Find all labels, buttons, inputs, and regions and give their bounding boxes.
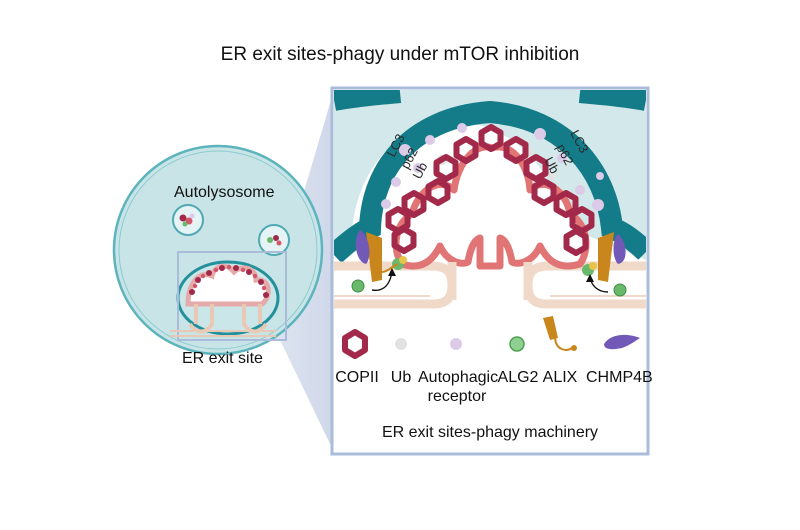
legend-ub-label: Ub (390, 369, 412, 386)
alix-left (366, 232, 407, 282)
zoom-selection-box (177, 251, 287, 341)
alg2-free-left (351, 279, 365, 293)
detail-scene: LC3 p62 Ub LC3 p62 Ub (334, 90, 646, 309)
copii-unit (401, 190, 427, 218)
legend-chmp4b-label: CHMP4B (586, 369, 653, 386)
left-ub-label: Ub (409, 160, 430, 182)
legend-receptor-line1: Autophagic (418, 369, 499, 386)
copii-unit (569, 206, 595, 234)
copii-unit (531, 178, 557, 206)
right-ub-label: Ub (541, 154, 562, 176)
figure-title: ER exit sites-phagy under mTOR inhibitio… (220, 44, 580, 65)
legend-chmp4b-icon (604, 334, 640, 350)
copii-unit (478, 124, 504, 152)
legend-ub-icon (395, 338, 407, 350)
copii-unit (553, 190, 579, 218)
autolysosome-label: Autolysosome (174, 184, 275, 201)
receptor-dots (381, 123, 604, 211)
small-vesicle-left (172, 204, 204, 236)
legend-copii-icon (342, 329, 368, 359)
legend-alix-icon (543, 316, 577, 351)
copii-unit (523, 154, 549, 182)
alix-right (582, 232, 614, 282)
alg2-free-right (613, 283, 627, 297)
legend-alg2-label: ALG2 (497, 369, 539, 386)
copii-unit (391, 226, 417, 254)
legend-receptor-line2: receptor (427, 388, 487, 405)
copii-coat (385, 124, 595, 256)
copii-unit (503, 136, 529, 164)
budding-eres (392, 143, 590, 270)
legend (342, 316, 640, 359)
copii-unit (453, 136, 479, 164)
legend-alg2-icon (509, 336, 525, 352)
legend-receptor-icon (450, 338, 462, 350)
detail-caption: ER exit sites-phagy machinery (381, 424, 599, 441)
copii-unit (425, 178, 451, 206)
chmp4b-left (355, 230, 370, 264)
copii-unit (563, 228, 589, 256)
legend-receptor-label: Autophagic receptor (418, 368, 499, 406)
copii-unit (433, 154, 459, 182)
budding-autophagosome-small (176, 260, 280, 336)
chmp4b-right (613, 234, 626, 264)
small-vesicle-right (258, 224, 290, 256)
legend-copii-label: COPII (335, 369, 379, 386)
overview-panel (112, 144, 324, 356)
er-exit-site-label: ER exit site (182, 350, 263, 367)
autophagosome-membrane (334, 100, 646, 264)
legend-alix-label: ALIX (542, 369, 578, 386)
